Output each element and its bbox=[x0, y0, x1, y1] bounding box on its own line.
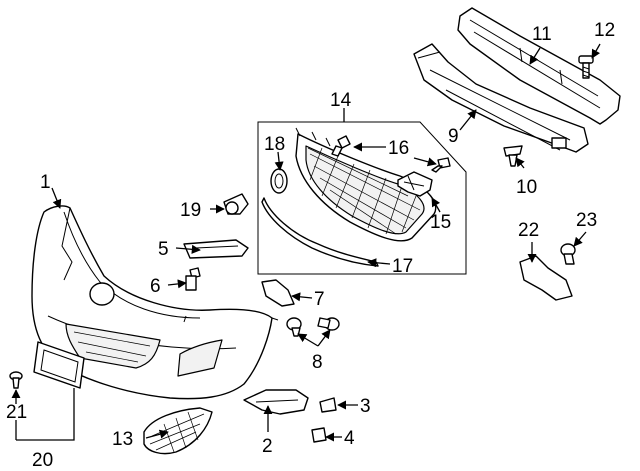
callout-1: 1 bbox=[40, 172, 51, 193]
callout-14: 14 bbox=[330, 90, 352, 111]
callout-11: 11 bbox=[532, 24, 552, 45]
callout-4: 4 bbox=[344, 428, 355, 449]
callout-2: 2 bbox=[262, 436, 273, 457]
callout-22: 22 bbox=[518, 220, 539, 241]
part-14-grille[interactable] bbox=[295, 127, 437, 242]
callout-16: 16 bbox=[388, 138, 409, 159]
callout-18: 18 bbox=[264, 134, 285, 155]
part-7-bracket[interactable] bbox=[261, 279, 295, 307]
part-13-fog-grille[interactable] bbox=[143, 407, 213, 455]
part-2-deflector[interactable] bbox=[243, 389, 309, 415]
part-6-screw[interactable] bbox=[185, 267, 201, 291]
callout-13: 13 bbox=[112, 429, 133, 450]
callout-8: 8 bbox=[312, 352, 323, 373]
callout-17: 17 bbox=[392, 256, 413, 277]
part-8-screw[interactable] bbox=[286, 317, 340, 337]
part-19-fog-lamp-socket[interactable] bbox=[223, 193, 249, 215]
callout-15: 15 bbox=[430, 212, 451, 233]
part-12-bolt[interactable] bbox=[578, 55, 594, 79]
callout-21: 21 bbox=[6, 402, 27, 423]
callout-19: 19 bbox=[180, 200, 201, 221]
callout-6: 6 bbox=[150, 276, 161, 297]
part-10-clip[interactable] bbox=[503, 145, 523, 167]
part-15-grille-bracket[interactable] bbox=[397, 171, 433, 197]
leader-lines bbox=[11, 43, 601, 442]
callout-20: 20 bbox=[32, 450, 53, 471]
callout-3: 3 bbox=[360, 396, 371, 417]
part-20-license-plate-bracket[interactable] bbox=[33, 341, 85, 389]
part-3-clip[interactable] bbox=[319, 397, 337, 413]
callout-23: 23 bbox=[576, 210, 597, 231]
part-14-grille-assembly-box bbox=[257, 121, 467, 275]
callout-12: 12 bbox=[594, 20, 615, 41]
part-18-emblem[interactable] bbox=[270, 168, 288, 194]
callout-5: 5 bbox=[158, 239, 169, 260]
callout-7: 7 bbox=[314, 289, 325, 310]
callout-10: 10 bbox=[516, 177, 537, 198]
part-22-bracket[interactable] bbox=[519, 255, 573, 301]
part-4-clip[interactable] bbox=[311, 427, 327, 443]
part-23-screw[interactable] bbox=[560, 243, 576, 265]
part-21-screw[interactable] bbox=[9, 371, 23, 389]
part-9-bumper-absorber[interactable] bbox=[413, 43, 589, 153]
part-16-screw[interactable] bbox=[331, 135, 451, 173]
part-1-bumper-cover[interactable] bbox=[31, 205, 279, 400]
callout-9: 9 bbox=[448, 126, 459, 147]
part-17-grille-molding[interactable] bbox=[261, 197, 379, 267]
callout-labels: 1 2 3 4 5 6 7 8 9 10 11 12 13 14 15 16 1… bbox=[6, 20, 615, 471]
